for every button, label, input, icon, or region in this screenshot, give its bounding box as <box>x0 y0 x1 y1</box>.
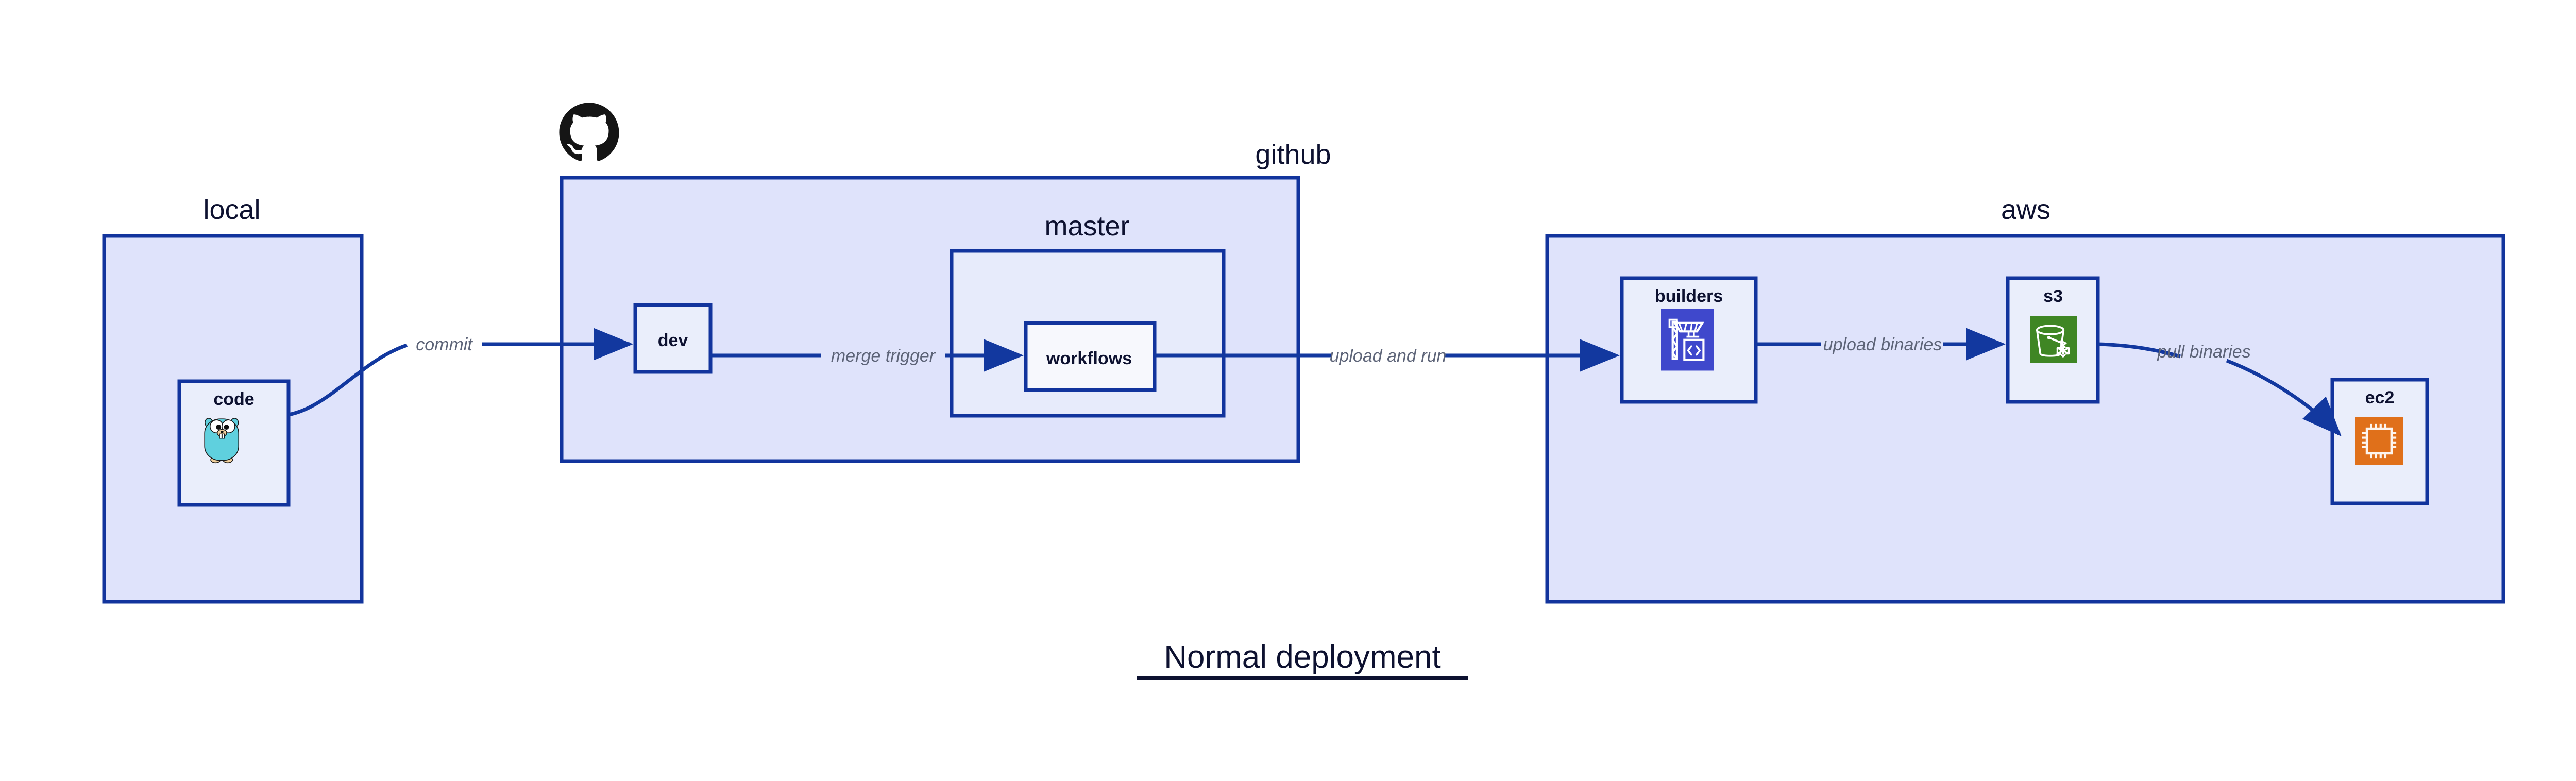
group-aws[interactable]: aws builders s3 ec2 <box>1545 194 2505 604</box>
github-octocat-icon <box>559 103 619 161</box>
aws-ec2-icon <box>2355 417 2403 465</box>
node-label-workflows: workflows <box>1046 349 1132 368</box>
group-label-github: github <box>1255 139 1331 170</box>
aws-s3-glacier-icon <box>2029 315 2078 364</box>
go-gopher-icon <box>204 418 240 464</box>
edge-label-merge-trigger: merge trigger <box>831 346 936 366</box>
node-label-code: code <box>213 389 254 409</box>
node-label-ec2: ec2 <box>2365 388 2395 408</box>
node-dev[interactable]: dev <box>633 303 713 374</box>
node-label-dev: dev <box>658 331 688 350</box>
edge-label-upload-and-run: upload and run <box>1330 346 1447 366</box>
edge-pull-binaries[interactable]: pull binaries <box>2097 342 2342 437</box>
group-label-master: master <box>1044 211 1129 242</box>
edge-commit[interactable]: commit <box>288 328 633 417</box>
node-label-builders: builders <box>1655 286 1723 306</box>
node-label-s3: s3 <box>2043 286 2063 306</box>
group-local[interactable]: local code <box>102 194 364 604</box>
aws-codebuild-icon <box>1661 309 1714 370</box>
edge-merge-trigger[interactable]: merge trigger <box>710 339 1024 372</box>
node-box-workflows[interactable] <box>1024 321 1157 392</box>
group-label-local: local <box>203 194 260 225</box>
group-github[interactable]: github dev master workflows <box>559 103 1331 463</box>
node-ec2[interactable]: ec2 <box>2330 378 2429 505</box>
title-underline <box>1137 676 1468 680</box>
node-s3[interactable]: s3 <box>2006 276 2100 404</box>
diagram-title-group: Normal deployment <box>1137 639 1468 680</box>
subgroup-master[interactable]: master workflows <box>950 211 1226 418</box>
edge-upload-binaries[interactable]: upload binaries <box>1756 328 2006 361</box>
edge-upload-and-run[interactable]: upload and run <box>1155 339 1620 372</box>
node-code[interactable]: code <box>177 379 291 507</box>
edge-label-commit: commit <box>416 335 473 354</box>
group-label-aws: aws <box>2001 194 2050 225</box>
node-workflows[interactable]: workflows <box>1024 321 1157 392</box>
edge-label-upload-binaries: upload binaries <box>1823 335 1942 354</box>
node-builders[interactable]: builders <box>1620 276 1758 404</box>
node-box-dev[interactable] <box>633 303 713 374</box>
edge-label-pull-binaries: pull binaries <box>2157 342 2250 362</box>
page-title: Normal deployment <box>1164 639 1441 675</box>
